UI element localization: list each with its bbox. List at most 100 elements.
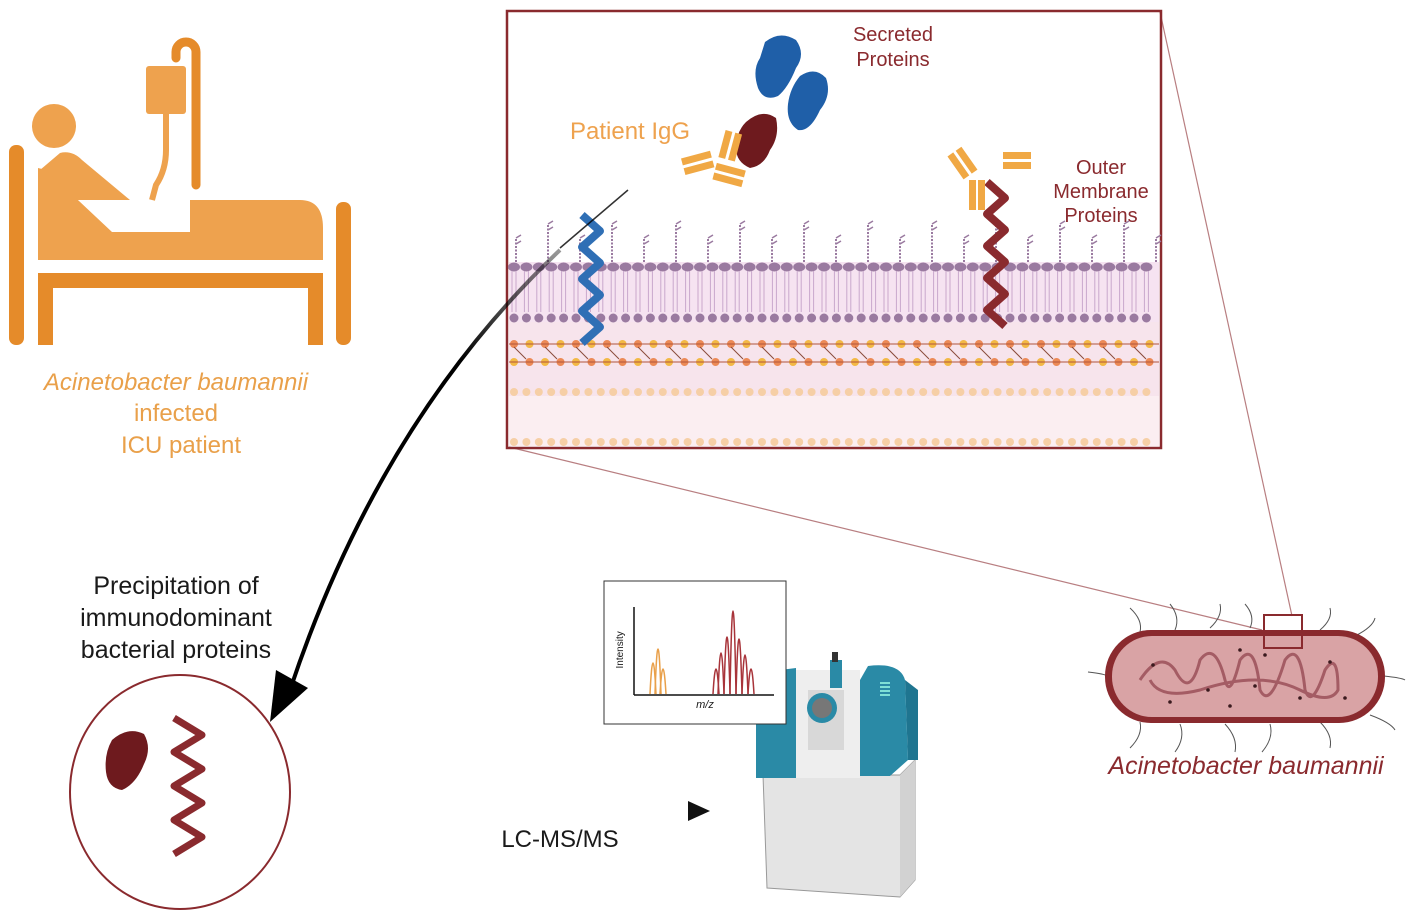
outer-leaflet-head [818, 262, 830, 272]
peptidoglycan-bead [683, 388, 692, 396]
outer-leaflet-head [1053, 262, 1066, 272]
inner-membrane-bead [745, 438, 754, 446]
spectrum-peak [729, 610, 737, 695]
flagellum [1354, 617, 1376, 637]
outer-leaflet-head [656, 262, 669, 272]
inner-membrane-bead [770, 438, 779, 446]
inner-membrane-bead [696, 438, 704, 446]
inner-leaflet-head [559, 313, 569, 323]
patient-igg-antibody [681, 130, 746, 188]
outer-leaflet-head [644, 262, 657, 272]
inner-leaflet-head [608, 313, 618, 323]
peptidoglycan-bead [1018, 388, 1027, 396]
flagellum [1319, 607, 1331, 631]
inner-leaflet-head [720, 313, 730, 323]
spectrum-y-label: Intensity [615, 631, 627, 669]
iv-tube [149, 114, 169, 201]
inner-membrane-bead [634, 438, 642, 446]
bacterial-chromosome [1138, 651, 1340, 699]
spectrum-peak [717, 652, 725, 695]
spectrum-x-label: m/z [696, 699, 714, 711]
outer-leaflet-head [1115, 262, 1128, 272]
flagellum [1319, 721, 1331, 749]
inner-membrane-bead [1006, 438, 1014, 446]
bed-leg-left [38, 273, 53, 345]
inner-membrane-bead [919, 438, 928, 446]
ribosome-dot [1343, 696, 1347, 700]
peptidoglycan-bead [944, 388, 952, 396]
inner-membrane-bead [820, 438, 828, 446]
inner-membrane-bead [733, 438, 742, 446]
outer-leaflet-head [706, 262, 719, 272]
headboard [9, 145, 24, 345]
patient-igg-label: Patient IgG [570, 118, 691, 145]
outer-leaflet-head [942, 262, 954, 272]
peptidoglycan-bead [844, 388, 853, 396]
footboard [336, 202, 351, 345]
patient-head [32, 104, 76, 148]
inner-leaflet-head [918, 313, 928, 323]
ribosome-dot [1298, 696, 1302, 700]
outer-leaflet-head [508, 262, 520, 272]
outer-leaflet-head [570, 262, 582, 272]
peptidoglycan-bead [782, 388, 791, 396]
outer-leaflet-head [904, 262, 917, 272]
ribosome-dot [1238, 648, 1242, 652]
inner-membrane-bead [584, 438, 593, 446]
inner-membrane-bead [1142, 438, 1151, 446]
peptidoglycan-bead [1092, 388, 1101, 396]
peptidoglycan-bead [869, 388, 878, 396]
inner-leaflet-head [931, 313, 941, 323]
blue-membrane-protein-helix [578, 212, 604, 346]
inner-membrane-bead [832, 438, 841, 446]
ribosome-dot [1328, 660, 1332, 664]
outer-leaflet-head [780, 262, 793, 272]
inner-leaflet-head [807, 313, 817, 323]
inner-membrane-bead [894, 438, 903, 446]
spectrum-peak [723, 636, 731, 695]
inner-membrane-bead [510, 438, 518, 446]
inner-membrane-bead [906, 438, 915, 446]
inner-membrane-bead [758, 438, 766, 446]
outer-leaflet-head [1128, 262, 1140, 272]
peptidoglycan-bead [720, 388, 729, 396]
peptidoglycan-bead [981, 388, 990, 396]
inner-membrane-bead [671, 438, 680, 446]
inner-leaflet-head [509, 313, 519, 323]
outer-leaflet-head [966, 262, 979, 272]
peptidoglycan-bead [572, 388, 580, 396]
inner-membrane-bead [931, 438, 940, 446]
peptidoglycan-bead [1080, 388, 1089, 396]
outer-leaflet-head [607, 262, 620, 272]
inner-leaflet-head [1117, 313, 1127, 323]
peptidoglycan-bead [894, 388, 903, 396]
peptidoglycan-bead [795, 388, 804, 396]
spectrum-peak [659, 668, 667, 695]
flagellum [1129, 607, 1141, 633]
peptidoglycan-bead [1030, 388, 1039, 396]
peptidoglycan-bead [1006, 388, 1014, 396]
inner-leaflet-head [732, 313, 742, 323]
outer-leaflet-head [520, 262, 533, 272]
outer-leaflet-head [867, 262, 880, 272]
inner-membrane-bead [1055, 438, 1064, 446]
outer-leaflet-head [1028, 262, 1041, 272]
inner-membrane-bead [720, 438, 729, 446]
outer-membrane-protein-helix [983, 179, 1009, 329]
inner-leaflet-head [782, 313, 792, 323]
precipitation-arrow [270, 248, 562, 722]
outer-leaflet-head [917, 262, 930, 272]
inner-leaflet-head [769, 313, 779, 323]
outer-leaflet-head [793, 262, 806, 272]
bacterial-envelope-panel [505, 9, 1163, 450]
patient-bed-icon [9, 37, 351, 345]
inner-membrane-bead [844, 438, 853, 446]
inner-leaflet-head [943, 313, 953, 323]
inner-leaflet-head [819, 313, 829, 323]
spectrum-peak [741, 654, 749, 695]
bed-frame [38, 273, 323, 288]
inner-membrane-bead [596, 438, 605, 446]
precipitated-helix-protein [170, 715, 206, 857]
precipitated-proteins-circle [69, 674, 291, 910]
